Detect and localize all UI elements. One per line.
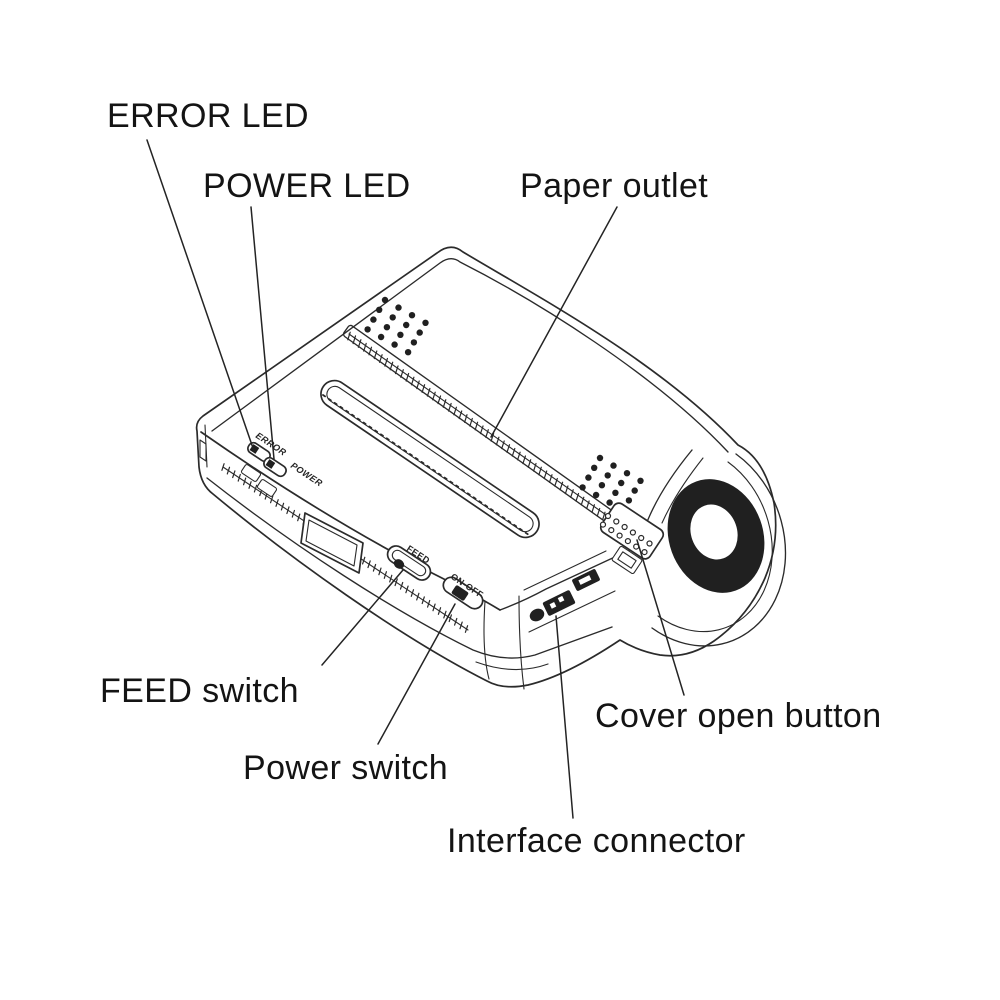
power-marking: POWER	[289, 460, 325, 488]
front-window	[300, 512, 364, 574]
cover-open-latch	[611, 545, 643, 575]
lid-seam	[211, 258, 729, 453]
printer-illustration: ERROR POWER FEED ON-OFF	[195, 246, 787, 690]
right-face-top-edge	[499, 548, 633, 611]
paper-outlet-outer	[320, 379, 540, 539]
leader-power-switch	[377, 603, 456, 745]
body-outline	[195, 246, 777, 688]
leader-lines	[146, 139, 685, 819]
roll-cover-rim-inner	[657, 461, 773, 633]
leader-interface-connector	[555, 615, 574, 819]
cover-open-latch-inner	[617, 551, 637, 569]
error-led-tab	[240, 464, 262, 482]
speaker-grille-left	[364, 296, 429, 356]
bay-bottom-line	[528, 590, 616, 633]
feed-switch-button	[393, 559, 405, 569]
label-power-switch: Power switch	[243, 749, 448, 787]
callout-labels: ERROR LED POWER LED Paper outlet FEED sw…	[100, 97, 882, 860]
paper-outlet-inner	[326, 385, 534, 533]
left-face-vent	[199, 439, 207, 462]
leader-feed-switch	[321, 569, 404, 666]
power-jack	[529, 608, 545, 622]
paper-outlet-slot	[320, 379, 540, 539]
tear-bar-outline	[342, 324, 616, 524]
paper-roll-core	[690, 504, 738, 560]
paper-outlet-shading	[322, 394, 530, 536]
roll-cover-rim-outer	[651, 453, 787, 647]
power-switch	[442, 576, 484, 610]
connector-a-pin	[549, 602, 557, 609]
connector-a-pin2	[557, 595, 565, 603]
power-led-lamp	[265, 459, 276, 469]
cover-seam-inner	[661, 457, 704, 524]
feed-switch-outer	[386, 545, 432, 581]
power-switch-knob	[451, 585, 469, 601]
corner-edge-left	[483, 600, 490, 680]
cover-open-button	[599, 502, 665, 575]
label-interface-connector: Interface connector	[447, 822, 746, 860]
interface-connector-a	[542, 590, 576, 616]
leader-cover-open-button	[636, 539, 685, 696]
tear-bar	[342, 324, 616, 524]
label-cover-open-button: Cover open button	[595, 697, 882, 735]
power-led-tab	[256, 479, 278, 497]
bay-top-line	[523, 550, 607, 591]
corner-edge-right	[518, 595, 525, 690]
base-seam-short	[475, 661, 549, 671]
tear-bar-hatching	[347, 331, 606, 521]
feed-switch-inner	[391, 549, 427, 577]
leader-paper-outlet	[490, 206, 618, 438]
cover-open-knurling	[599, 512, 653, 556]
base-seam	[206, 477, 613, 659]
label-power-led: POWER LED	[203, 167, 411, 205]
front-window-outer	[300, 512, 364, 574]
label-paper-outlet: Paper outlet	[520, 167, 708, 205]
interface-connector-bay	[523, 550, 616, 633]
label-feed-switch: FEED switch	[100, 672, 299, 710]
leader-power-led	[250, 206, 275, 460]
connector-b-pin	[578, 575, 592, 585]
feed-switch	[386, 545, 432, 581]
front-window-inner	[305, 519, 358, 567]
leader-error-led	[146, 139, 255, 452]
tear-bar-inner-line	[348, 333, 610, 518]
speaker-grille-right	[579, 454, 644, 514]
label-error-led: ERROR LED	[107, 97, 309, 135]
